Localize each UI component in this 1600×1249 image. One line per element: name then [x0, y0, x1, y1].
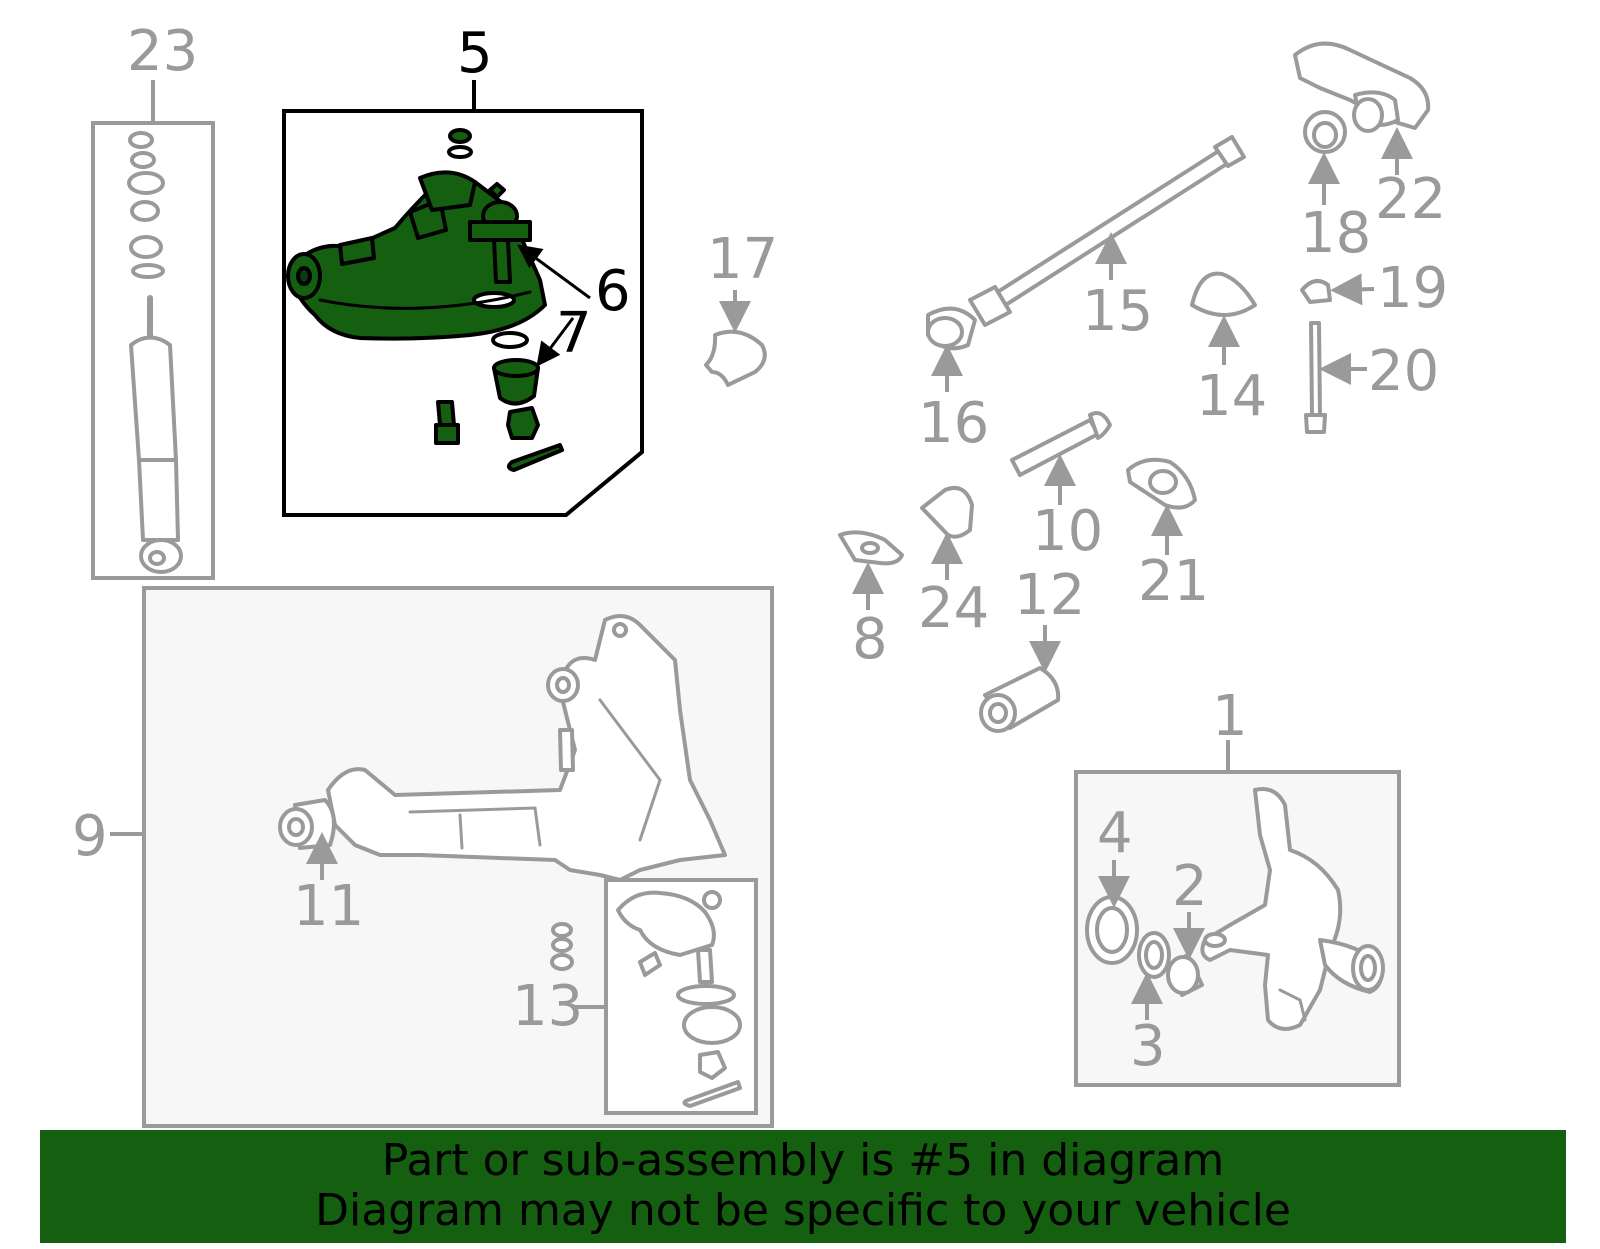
callout-6[interactable]: 6 [595, 259, 631, 324]
callout-3[interactable]: 3 [1130, 1014, 1166, 1079]
part-24-group[interactable]: 24 [918, 485, 989, 641]
part-14-group[interactable]: 14 [1190, 271, 1267, 429]
part-15-group[interactable]: 15 [968, 135, 1246, 344]
part-19-group[interactable]: 19 [1300, 256, 1448, 321]
part-17-group[interactable]: 17 [704, 227, 778, 387]
callout-5[interactable]: 5 [457, 21, 493, 86]
callout-12[interactable]: 12 [1014, 563, 1085, 628]
part-8-group[interactable]: 8 [838, 530, 904, 672]
callout-7[interactable]: 7 [556, 301, 592, 366]
callout-8[interactable]: 8 [852, 607, 888, 672]
callout-19[interactable]: 19 [1377, 256, 1448, 321]
lower-control-arm-group[interactable]: 9 11 13 [72, 586, 774, 1128]
part-16-group[interactable]: 16 [918, 306, 989, 456]
part-10-group[interactable]: 10 [1010, 411, 1112, 564]
callout-23[interactable]: 23 [127, 19, 198, 84]
shock-absorber-group[interactable]: 23 [91, 19, 215, 580]
callout-20[interactable]: 20 [1368, 339, 1439, 404]
callout-2[interactable]: 2 [1172, 854, 1208, 919]
callout-21[interactable]: 21 [1138, 549, 1209, 614]
callout-1[interactable]: 1 [1212, 684, 1248, 749]
part-20-group[interactable]: 20 [1304, 321, 1439, 434]
callout-9[interactable]: 9 [72, 804, 108, 869]
callout-10[interactable]: 10 [1032, 499, 1103, 564]
callout-13[interactable]: 13 [512, 974, 583, 1039]
callout-11[interactable]: 11 [293, 874, 364, 939]
upper-control-arm-group[interactable]: 5 6 7 [282, 21, 644, 517]
callout-15[interactable]: 15 [1082, 279, 1153, 344]
callout-4[interactable]: 4 [1097, 801, 1133, 866]
callout-17[interactable]: 17 [707, 227, 778, 292]
callout-24[interactable]: 24 [918, 576, 989, 641]
part-12-group[interactable]: 12 [979, 563, 1085, 733]
callout-16[interactable]: 16 [918, 391, 989, 456]
steering-knuckle-group[interactable]: 1 4 3 2 [1074, 684, 1401, 1087]
banner-disclaimer: Diagram may not be specific to your vehi… [315, 1185, 1291, 1236]
part-18-22-group[interactable]: 18 22 [1293, 41, 1446, 266]
part-21-group[interactable]: 21 [1126, 457, 1209, 614]
callout-14[interactable]: 14 [1196, 364, 1267, 429]
callout-18[interactable]: 18 [1300, 201, 1371, 266]
info-banner: Part or sub-assembly is #5 in diagram Di… [40, 1130, 1566, 1243]
callout-22[interactable]: 22 [1375, 167, 1446, 232]
banner-part-note: Part or sub-assembly is #5 in diagram [381, 1135, 1225, 1186]
